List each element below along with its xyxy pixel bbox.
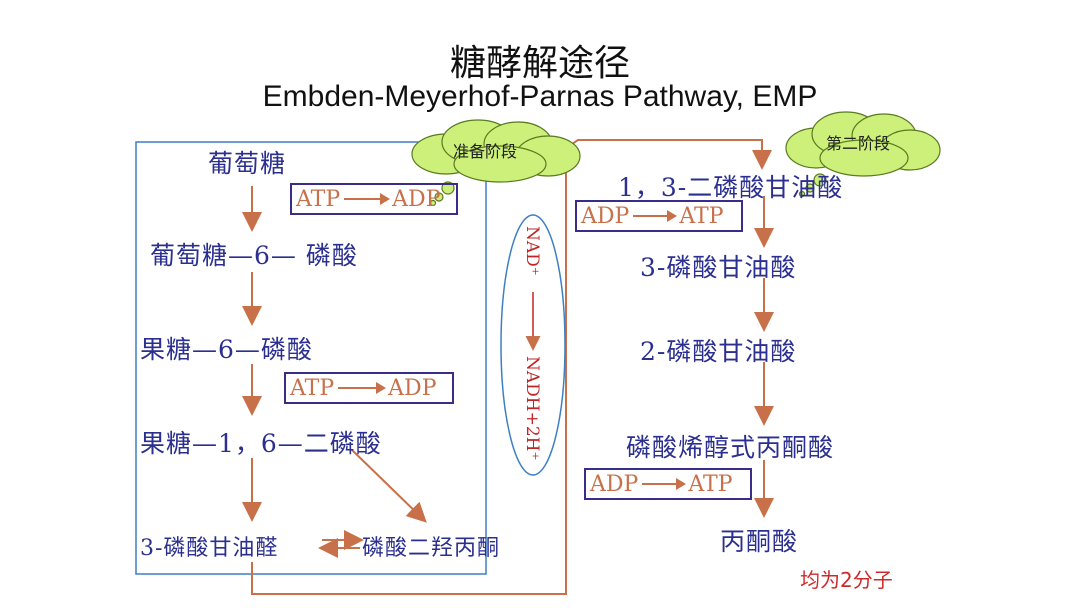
arrow-icon (642, 483, 684, 485)
node-fructose-6-phosphate: 果糖—6—磷酸 (140, 330, 313, 366)
node-3-phosphoglycerate: 3-磷酸甘油酸 (640, 248, 796, 284)
box-to: ATP (679, 204, 723, 229)
arrow-icon (338, 387, 384, 389)
node-pyruvate: 丙酮酸 (720, 522, 798, 558)
box-to: ADP (388, 376, 436, 401)
atp-adp-box-2: ATP ADP (284, 372, 454, 404)
node-fructose-1-6-bisphosphate: 果糖—1，6—二磷酸 (140, 424, 382, 460)
node-glucose-6-phosphate: 葡萄糖—6— 磷酸 (150, 236, 358, 272)
node-1-3-bisphosphoglycerate: 1，3-二磷酸甘油酸 (618, 168, 843, 204)
arrow-icon (344, 198, 388, 200)
stage2-label: 第二阶段 (826, 130, 890, 154)
node-phosphoenolpyruvate: 磷酸烯醇式丙酮酸 (626, 428, 834, 464)
arrow-icon (633, 215, 675, 217)
nad-label: NAD⁺ (522, 226, 542, 276)
box-from: ATP (290, 376, 334, 401)
box-to: ADP (392, 187, 440, 212)
adp-atp-box-2: ADP ATP (584, 468, 752, 500)
node-glyceraldehyde-3-phosphate: 3-磷酸甘油醛 (140, 530, 278, 562)
box-to: ATP (688, 472, 732, 497)
box-from: ATP (296, 187, 340, 212)
arrow-f16bp-dhap (352, 450, 424, 520)
adp-atp-box-1: ADP ATP (575, 200, 743, 232)
node-2-phosphoglycerate: 2-磷酸甘油酸 (640, 332, 796, 368)
nadh-label: NADH+2H⁺ (522, 356, 542, 460)
node-dihydroxyacetone-phosphate: 磷酸二羟丙酮 (362, 530, 500, 562)
box-from: ADP (581, 204, 629, 229)
node-glucose: 葡萄糖 (208, 144, 286, 180)
note-two-molecules: 均为2分子 (800, 564, 893, 593)
atp-adp-box-1: ATP ADP (290, 183, 458, 215)
box-from: ADP (590, 472, 638, 497)
stage1-label: 准备阶段 (453, 138, 517, 162)
